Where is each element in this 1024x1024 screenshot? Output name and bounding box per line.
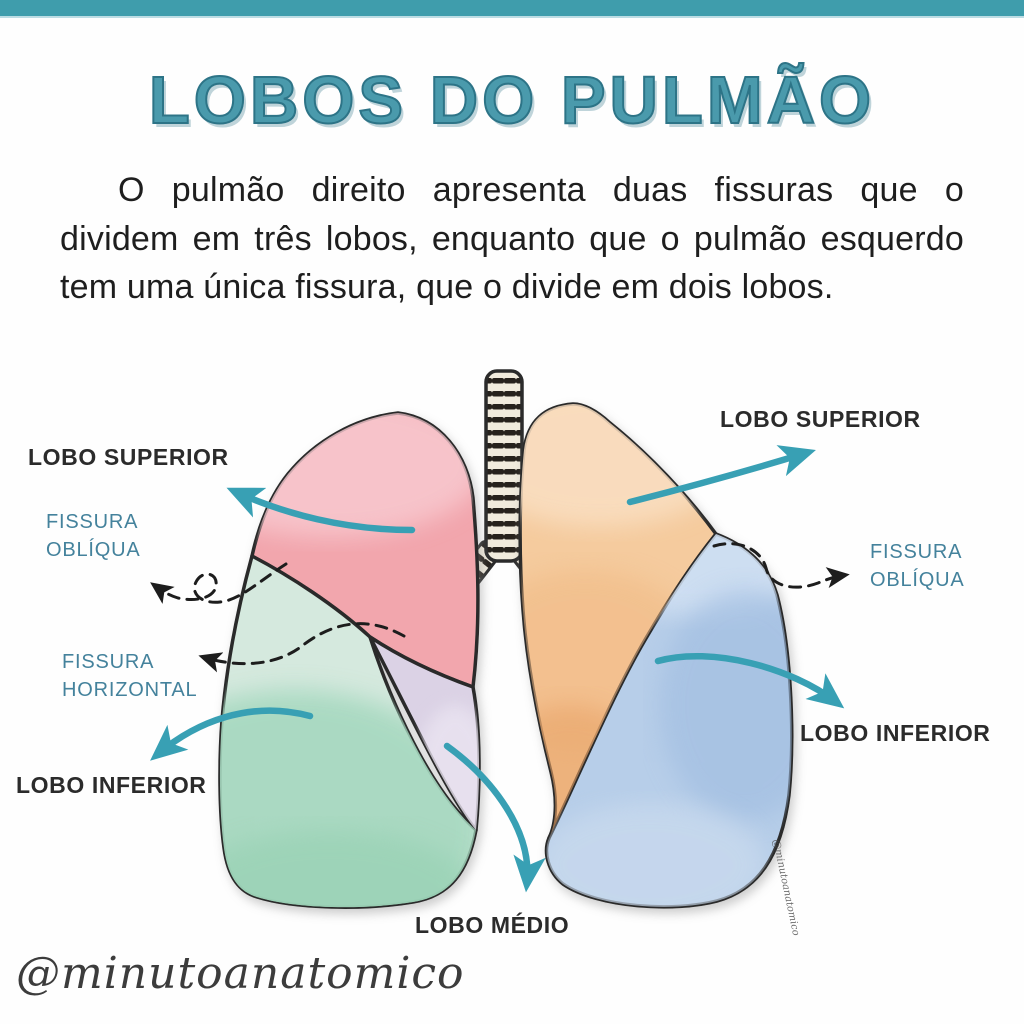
page-title: LOBOS DO PULMÃO [148, 62, 876, 139]
label-right-lobo-inferior: LOBO INFERIOR [800, 720, 991, 746]
label-right-fissura-obliqua: FISSURA OBLÍQUA [870, 538, 965, 595]
intro-paragraph: O pulmão direito apresenta duas fissuras… [60, 171, 964, 307]
label-line: OBLÍQUA [46, 539, 141, 562]
arrow-left-lobo-superior [226, 487, 416, 534]
label-line: FISSURA [62, 651, 155, 673]
lung-edge-watermark: @minutoanatomico [770, 838, 801, 936]
label-right-lobo-superior: LOBO SUPERIOR [720, 406, 921, 432]
arrow-right-lobo-superior [626, 445, 816, 506]
arrow-fissura-horizontal [198, 622, 406, 673]
label-left-lobo-inferior: LOBO INFERIOR [16, 772, 207, 798]
label-left-fissura-obliqua: FISSURA OBLÍQUA [46, 508, 141, 565]
trachea-tube [484, 369, 524, 563]
label-line: FISSURA [46, 511, 139, 533]
label-left-lobo-superior: LOBO SUPERIOR [28, 444, 229, 470]
social-handle: @minutoanatomico [16, 948, 465, 999]
label-line: HORIZONTAL [62, 679, 198, 702]
arrow-lobo-medio [443, 742, 546, 893]
arrow-left-fissura-obliqua [150, 562, 288, 605]
label-lobo-medio: LOBO MÉDIO [415, 912, 570, 938]
lavender-shading [413, 705, 480, 830]
label-fissura-horizontal: FISSURA HORIZONTAL [62, 648, 197, 705]
green-shading [219, 690, 476, 908]
label-line: OBLÍQUA [870, 569, 965, 592]
arrow-right-fissura-obliqua [712, 542, 850, 589]
label-line: FISSURA [870, 541, 963, 563]
arrow-left-lobo-inferior [150, 707, 314, 761]
arrow-right-lobo-inferior [654, 652, 845, 709]
top-accent-banner [0, 0, 1024, 18]
